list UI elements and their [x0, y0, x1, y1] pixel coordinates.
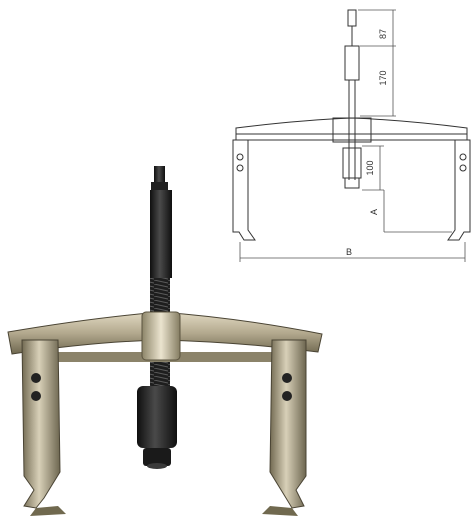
technical-drawing	[232, 9, 471, 241]
dimension-lines	[239, 9, 466, 262]
dimension-reach-label: A	[369, 209, 379, 215]
dimension-span-label: B	[346, 247, 352, 257]
dimension-shaft-label: 170	[378, 70, 388, 85]
dimension-nut-label: 100	[365, 160, 375, 175]
puller-photo	[7, 166, 323, 516]
dimension-top-label: 87	[378, 29, 388, 39]
